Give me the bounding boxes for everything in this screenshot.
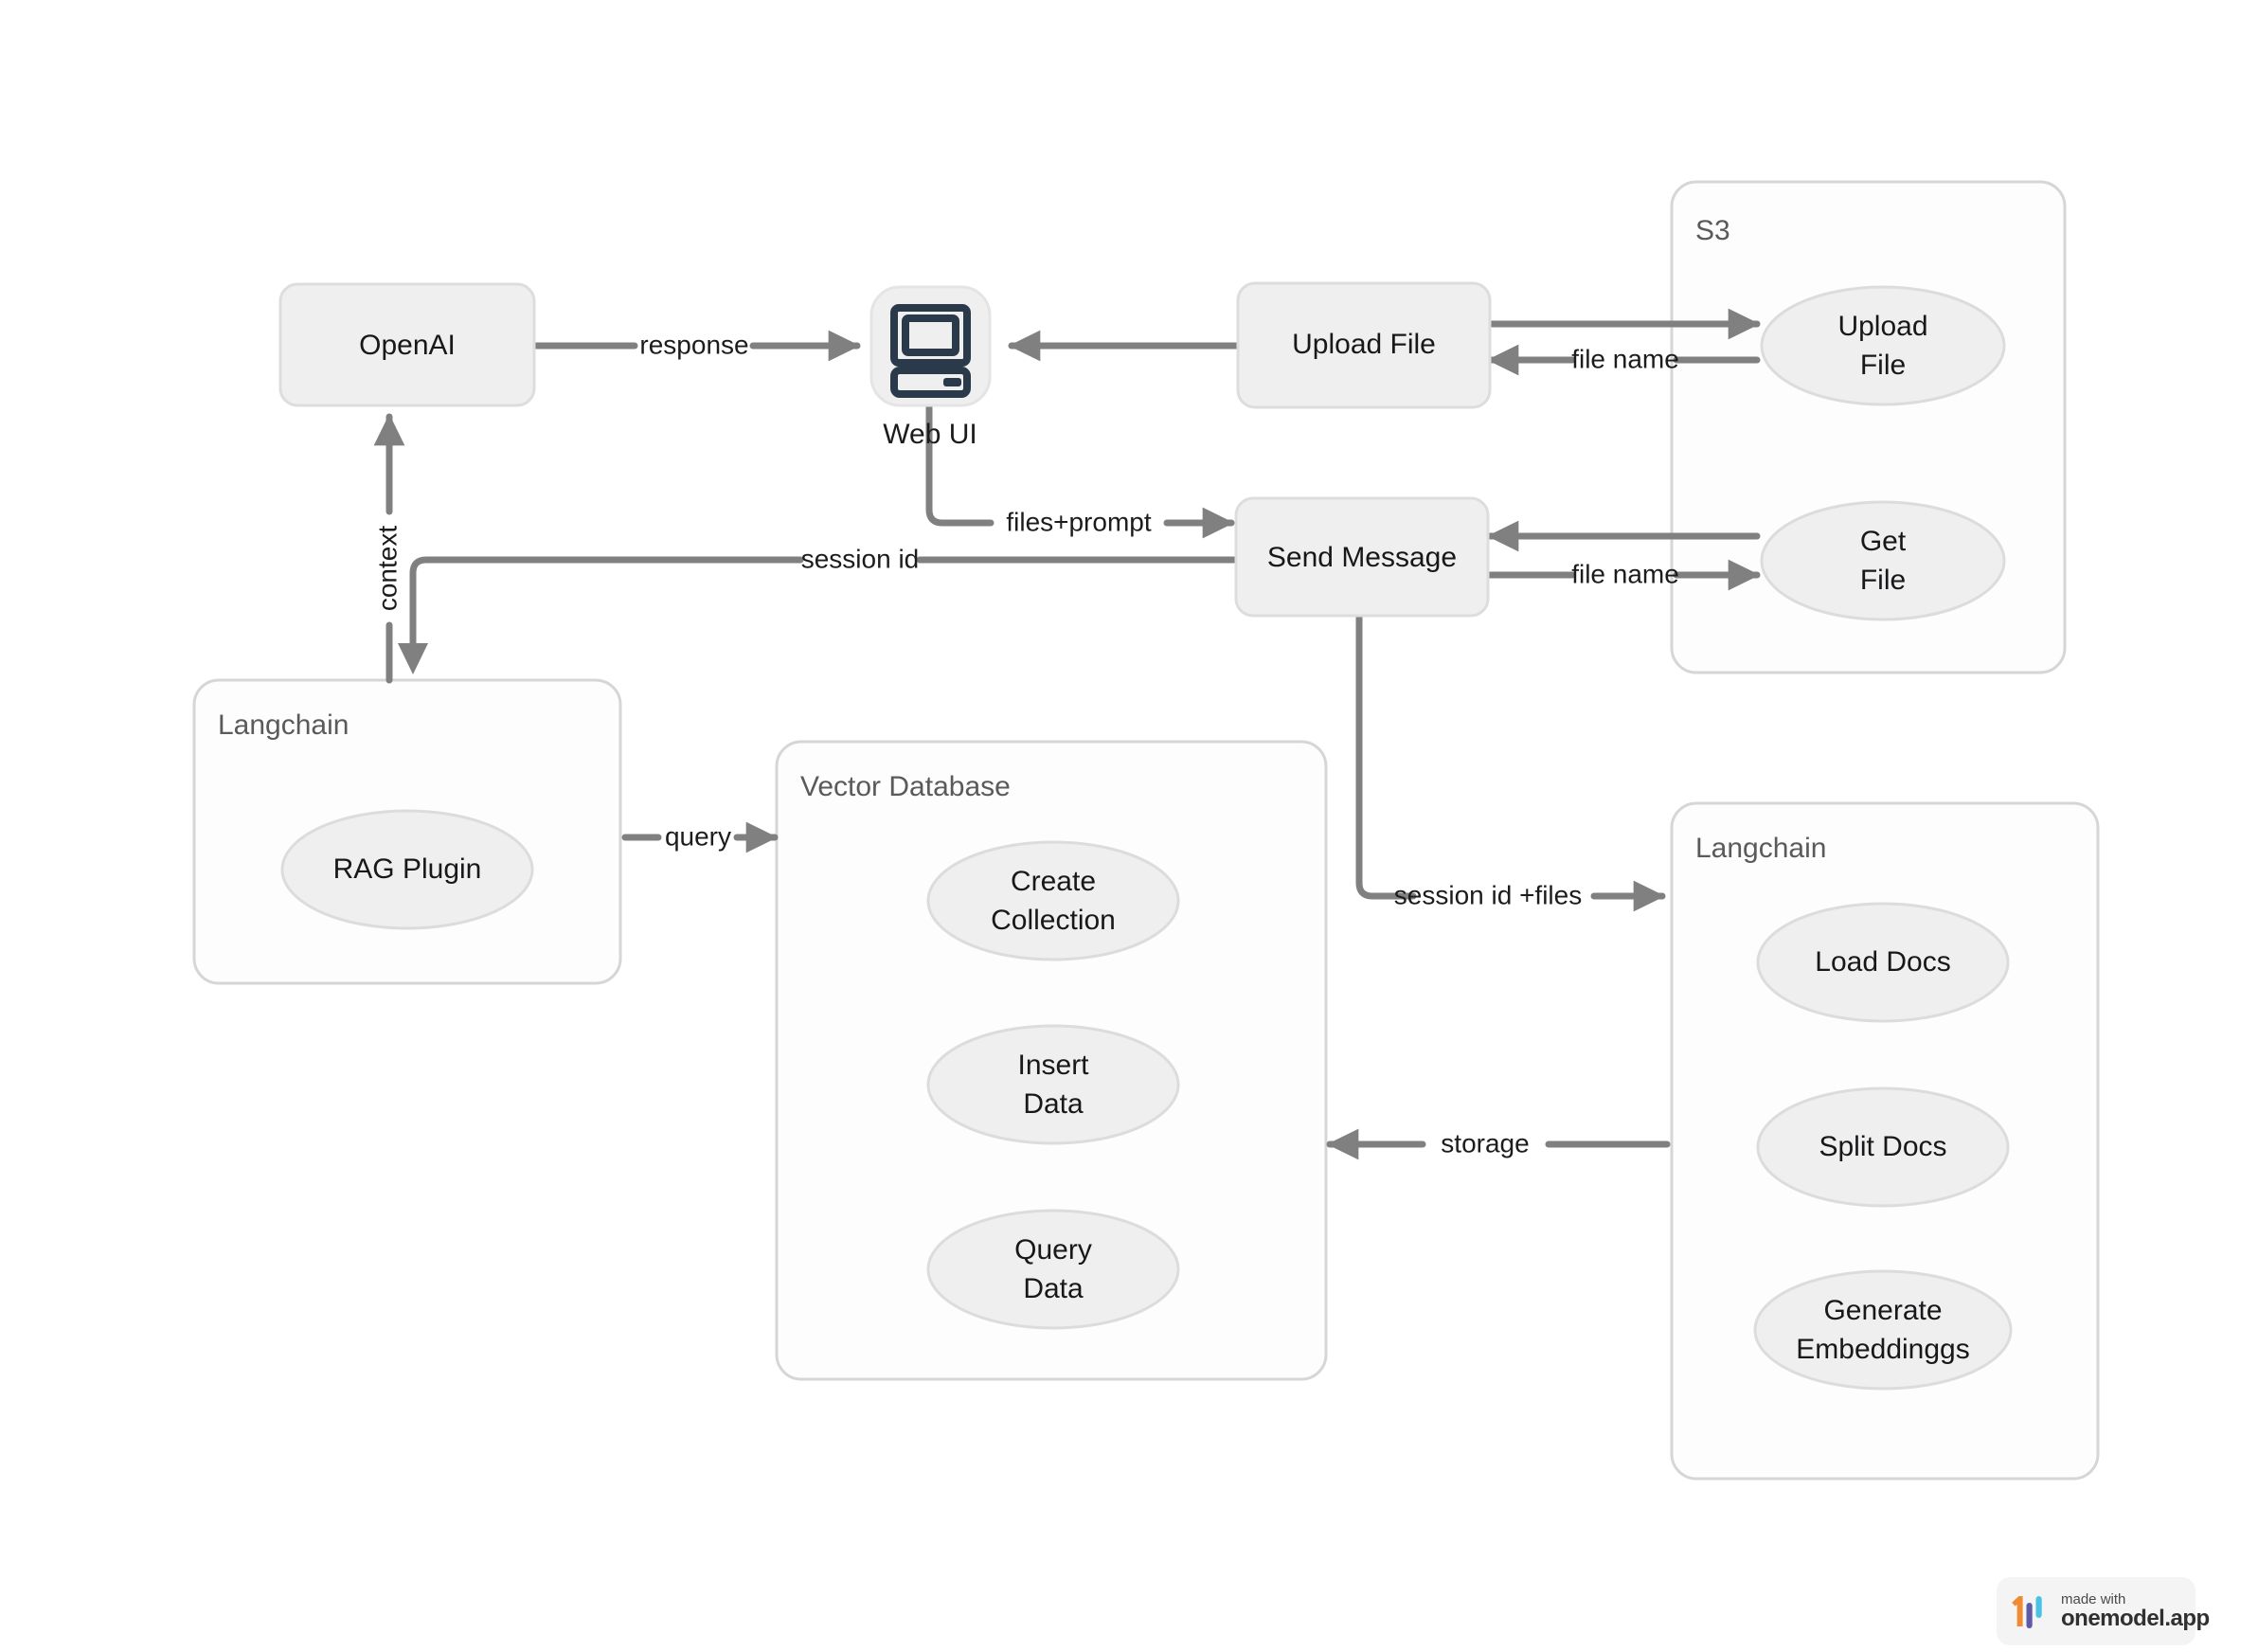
group-s3-label: S3 xyxy=(1695,215,1730,246)
edge-storage: storage xyxy=(1326,1128,1671,1160)
edge-file-name-get-label: file name xyxy=(1571,559,1679,588)
edge-session-id-files: session id +files xyxy=(1355,610,1666,912)
node-create-collection-shape[interactable] xyxy=(926,840,1180,961)
node-load-docs[interactable]: Load Docs xyxy=(1756,902,2010,1023)
node-create-collection-label-2: Collection xyxy=(991,905,1116,936)
node-generate-embeddings[interactable]: Generate Embeddinggs xyxy=(1753,1269,2013,1391)
node-query-data-label-1: Query xyxy=(1014,1234,1092,1266)
edge-query: query xyxy=(621,821,779,853)
onemodel-logo-icon xyxy=(2012,1596,2042,1628)
node-rag-plugin-label: RAG Plugin xyxy=(333,853,482,885)
node-send-message-box[interactable] xyxy=(1234,496,1490,618)
edge-response: response xyxy=(532,330,861,362)
edge-file-name-upload: file name xyxy=(1486,344,1761,376)
edge-response-label: response xyxy=(639,330,748,359)
node-s3-upload-file-label-1: Upload xyxy=(1837,311,1927,342)
node-openai-label: OpenAI xyxy=(359,330,456,361)
node-generate-embeddings-label-2: Embeddinggs xyxy=(1796,1334,1969,1365)
node-upload-file-box[interactable] xyxy=(1236,281,1492,409)
edge-file-name-get: file name xyxy=(1486,559,1761,591)
node-load-docs-label: Load Docs xyxy=(1815,946,1950,978)
node-s3-upload-file-shape[interactable] xyxy=(1760,285,2006,406)
node-insert-data-label-2: Data xyxy=(1023,1088,1084,1120)
node-send-message[interactable]: Send Message xyxy=(1234,496,1490,618)
edge-files-prompt-label: files+prompt xyxy=(1006,507,1152,536)
watermark-made-with: made with xyxy=(2061,1590,2126,1607)
node-insert-data[interactable]: Insert Data xyxy=(926,1024,1180,1145)
node-s3-upload-file-label-2: File xyxy=(1860,350,1906,381)
node-rag-plugin-shape[interactable] xyxy=(280,809,534,930)
node-send-message-label: Send Message xyxy=(1267,542,1457,573)
node-s3-upload-file[interactable]: Upload File xyxy=(1760,285,2006,406)
edge-file-name-upload-label: file name xyxy=(1571,344,1679,373)
node-query-data[interactable]: Query Data xyxy=(926,1209,1180,1330)
node-web-ui-tile[interactable] xyxy=(869,285,992,407)
node-s3-get-file-shape[interactable] xyxy=(1760,500,2006,621)
node-openai-box[interactable] xyxy=(278,282,536,407)
node-insert-data-shape[interactable] xyxy=(926,1024,1180,1145)
node-create-collection[interactable]: Create Collection xyxy=(926,840,1180,961)
edge-query-label: query xyxy=(665,821,731,851)
node-upload-file[interactable]: Upload File xyxy=(1236,281,1492,409)
node-insert-data-label-1: Insert xyxy=(1017,1050,1089,1081)
node-s3-get-file-label-2: File xyxy=(1860,565,1906,596)
node-web-ui-label: Web UI xyxy=(883,419,977,450)
edge-session-id: session id xyxy=(398,544,1238,674)
node-query-data-label-2: Data xyxy=(1023,1273,1084,1304)
group-langchain-right-label: Langchain xyxy=(1695,833,1826,864)
group-langchain-left-label: Langchain xyxy=(218,709,349,741)
node-query-data-shape[interactable] xyxy=(926,1209,1180,1330)
edge-storage-label: storage xyxy=(1441,1128,1529,1158)
node-s3-get-file[interactable]: Get File xyxy=(1760,500,2006,621)
edge-session-id-files-label: session id +files xyxy=(1394,880,1582,909)
node-generate-embeddings-label-1: Generate xyxy=(1823,1295,1942,1326)
node-s3-get-file-label-1: Get xyxy=(1860,526,1907,557)
watermark-brand: onemodel.app xyxy=(2061,1606,2210,1632)
watermark-badge[interactable]: made with onemodel.app xyxy=(1997,1577,2210,1645)
watermark-text: made with onemodel.app xyxy=(2061,1590,2210,1632)
edge-context: context xyxy=(372,413,405,684)
node-split-docs[interactable]: Split Docs xyxy=(1756,1086,2010,1208)
node-split-docs-label: Split Docs xyxy=(1819,1131,1946,1162)
node-split-docs-shape[interactable] xyxy=(1756,1086,2010,1208)
node-rag-plugin[interactable]: RAG Plugin xyxy=(280,809,534,930)
edge-files-prompt: files+prompt xyxy=(925,394,1235,539)
node-create-collection-label-1: Create xyxy=(1011,866,1096,897)
node-upload-file-label: Upload File xyxy=(1292,329,1436,360)
node-load-docs-shape[interactable] xyxy=(1756,902,2010,1023)
edge-context-label: context xyxy=(372,526,402,611)
node-generate-embeddings-shape[interactable] xyxy=(1753,1269,2013,1391)
desktop-computer-icon xyxy=(890,304,971,398)
node-openai[interactable]: OpenAI xyxy=(278,282,536,407)
node-web-ui[interactable]: Web UI xyxy=(869,285,992,450)
group-vector-database-label: Vector Database xyxy=(800,771,1011,802)
edge-session-id-label: session id xyxy=(801,544,920,573)
